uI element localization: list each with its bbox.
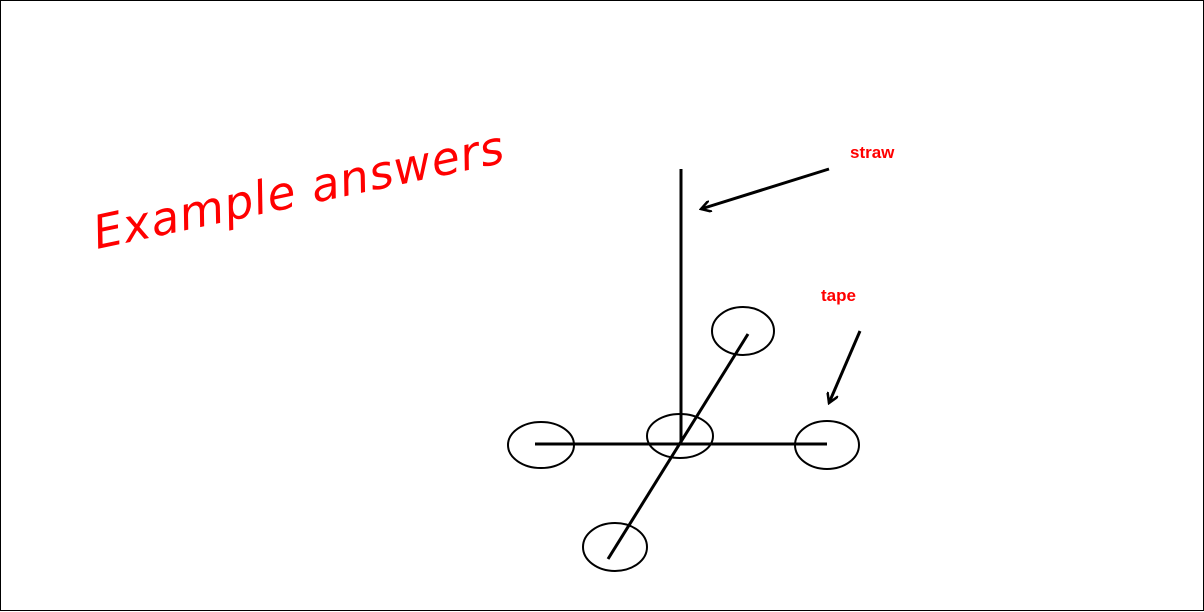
tape-center (646, 413, 714, 459)
diagonal-straw (606, 333, 750, 560)
tape-left (507, 421, 575, 469)
label-straw: straw (850, 143, 895, 162)
arrow-straw (701, 167, 830, 209)
tape-top-diagonal (711, 306, 775, 356)
arrow-tape (829, 330, 862, 403)
tape-bottom-diagonal (582, 522, 648, 572)
title-example-answers: Example answers (88, 120, 509, 260)
label-tape: tape (821, 286, 856, 305)
tape-right (794, 420, 860, 470)
